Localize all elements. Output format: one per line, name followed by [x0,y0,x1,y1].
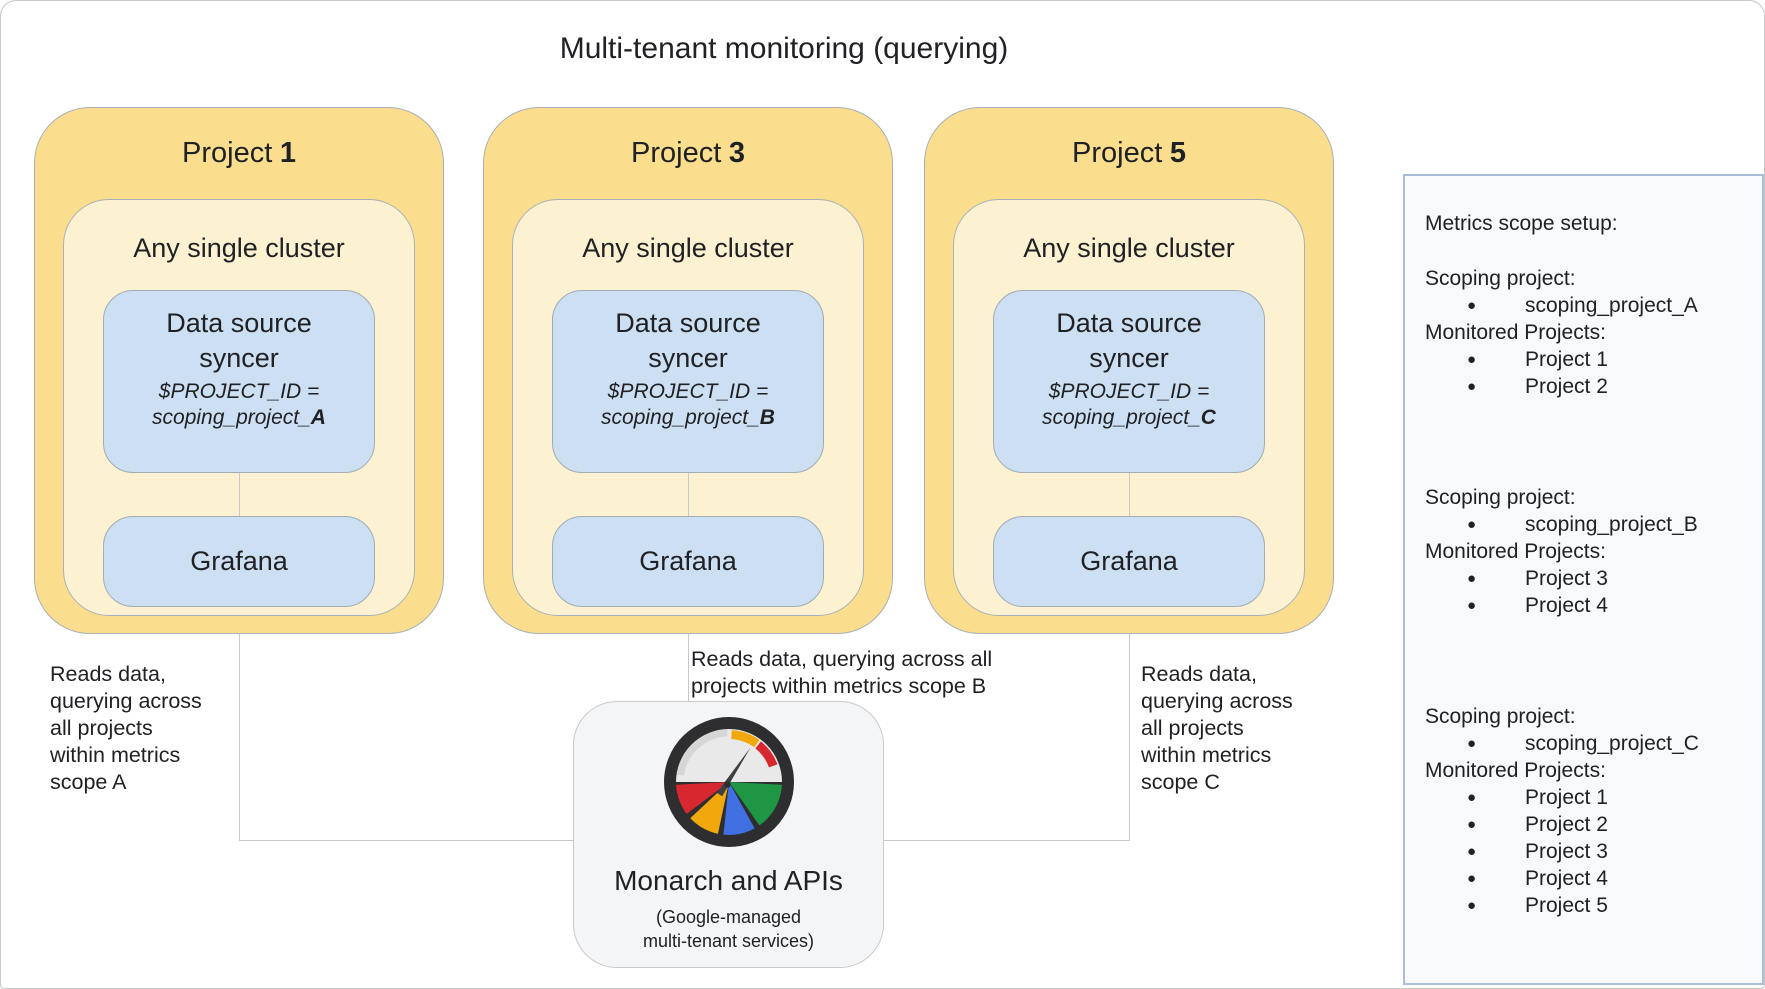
monitored-project-item: Project 3 [1425,838,1748,865]
syncer-grafana-connector [239,473,240,516]
monitored-project-item: Project 3 [1425,565,1748,592]
monitored-project-item: Project 5 [1425,892,1748,919]
connector-project1-vertical [239,604,240,841]
monitored-project-item: Project 1 [1425,784,1748,811]
project-id-line: $PROJECT_ID = [607,380,769,403]
syncer-line2: syncer [648,343,728,373]
syncer-name: Data source syncer [994,306,1264,376]
connector-project1-monarch [239,840,574,841]
project-3-grafana-box: Grafana [552,516,824,607]
metrics-scope-panel: Metrics scope setup: Scoping project: sc… [1403,174,1764,985]
cluster-title: Any single cluster [133,233,345,263]
project-1-data-source-syncer-box: Data source syncer $PROJECT_ID = scoping… [103,290,375,473]
monarch-box: Monarch and APIs (Google-managed multi-t… [573,701,884,968]
scope-block-b: Scoping project: scoping_project_B Monit… [1425,484,1748,619]
panel-heading: Metrics scope setup: [1425,212,1618,235]
monitored-projects-label: Monitored Projects: [1425,540,1606,563]
scoping-project-value: scoping_project_A [1425,292,1748,319]
connector-project5-monarch [883,840,1130,841]
scoping-letter: B [759,406,775,429]
scoping-project-value: scoping_project_C [1425,730,1748,757]
monitored-project-item: Project 2 [1425,811,1748,838]
monitored-project-item: Project 1 [1425,346,1748,373]
note-reads-scope-c: Reads data, querying across all projects… [1141,662,1293,794]
syncer-grafana-connector [688,473,689,516]
project-1-cluster-box: Any single cluster Data source syncer $P… [63,199,415,616]
project-5-cluster-box: Any single cluster Data source syncer $P… [953,199,1305,616]
monarch-subtitle: (Google-managed multi-tenant services) [642,907,815,951]
monitored-project-item: Project 4 [1425,592,1748,619]
monarch-title: Monarch and APIs [614,865,843,896]
syncer-project-id: $PROJECT_ID = scoping_project_A [104,379,374,431]
syncer-line1: Data source [615,308,761,338]
scoping-letter: A [310,406,326,429]
project-number: 5 [1169,136,1186,169]
cluster-title: Any single cluster [1023,233,1235,263]
cloud-monitoring-gauge-icon [663,717,794,847]
scoping-prefix: scoping_project_ [601,406,760,429]
diagram-title: Multi-tenant monitoring (querying) [559,32,1009,65]
connector-project5-vertical [1129,604,1130,841]
project-3-cluster-box: Any single cluster Data source syncer $P… [512,199,864,616]
monitored-projects-label: Monitored Projects: [1425,759,1606,782]
note-reads-scope-a: Reads data, querying across all projects… [50,662,202,794]
syncer-grafana-connector [1129,473,1130,516]
project-number: 3 [728,136,745,169]
syncer-project-id: $PROJECT_ID = scoping_project_B [553,379,823,431]
monitored-projects-label: Monitored Projects: [1425,321,1606,344]
scoping-prefix: scoping_project_ [1042,406,1201,429]
project-id-line: $PROJECT_ID = [158,380,320,403]
syncer-name: Data source syncer [104,306,374,376]
project-5-grafana-box: Grafana [993,516,1265,607]
syncer-line2: syncer [199,343,279,373]
scoping-project-label: Scoping project: [1425,705,1576,728]
cluster-title: Any single cluster [582,233,794,263]
scoping-project-label: Scoping project: [1425,267,1576,290]
syncer-name: Data source syncer [553,306,823,376]
project-label: Project [182,136,273,169]
connector-project3-monarch [688,605,689,702]
project-label: Project [1072,136,1163,169]
syncer-line1: Data source [1056,308,1202,338]
syncer-project-id: $PROJECT_ID = scoping_project_C [994,379,1264,431]
monitored-project-item: Project 4 [1425,865,1748,892]
scoping-project-label: Scoping project: [1425,486,1576,509]
scope-block-a: Scoping project: scoping_project_A Monit… [1425,265,1748,400]
project-3-data-source-syncer-box: Data source syncer $PROJECT_ID = scoping… [552,290,824,473]
scoping-prefix: scoping_project_ [152,406,311,429]
project-id-line: $PROJECT_ID = [1048,380,1210,403]
note-reads-scope-b: Reads data, querying across all projects… [691,647,993,698]
scoping-letter: C [1200,406,1216,429]
scope-block-c: Scoping project: scoping_project_C Monit… [1425,703,1748,919]
project-label: Project [631,136,722,169]
project-1-grafana-box: Grafana [103,516,375,607]
project-5-data-source-syncer-box: Data source syncer $PROJECT_ID = scoping… [993,290,1265,473]
scoping-project-value: scoping_project_B [1425,511,1748,538]
project-number: 1 [279,136,296,169]
monitored-project-item: Project 2 [1425,373,1748,400]
syncer-line2: syncer [1089,343,1169,373]
syncer-line1: Data source [166,308,312,338]
